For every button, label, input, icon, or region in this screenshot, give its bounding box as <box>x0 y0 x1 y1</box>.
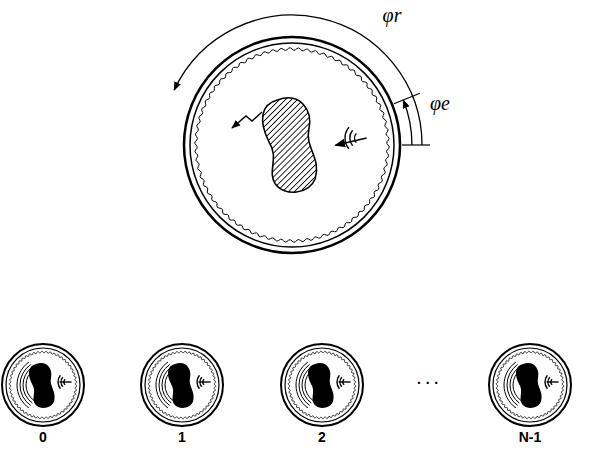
inner-ring <box>6 348 80 422</box>
object-body <box>168 363 194 408</box>
wave-arc <box>299 365 310 406</box>
detector-ring <box>9 351 77 419</box>
frame-number: 0 <box>39 430 47 445</box>
inner-ring <box>285 348 359 422</box>
frame-number: 2 <box>318 430 326 445</box>
wave-arc <box>20 365 31 406</box>
reference-tick <box>402 144 430 145</box>
object-body <box>29 363 55 408</box>
outer-ring <box>281 344 363 426</box>
lightning-arrow <box>232 112 262 128</box>
scanner-frame <box>281 344 363 426</box>
outer-ring <box>2 344 84 426</box>
frame-number: N-1 <box>519 430 542 445</box>
reference-tick <box>394 93 420 103</box>
beam-line <box>547 381 559 382</box>
beam-line <box>199 381 211 382</box>
object-body <box>308 363 334 408</box>
wave-arc <box>504 362 516 408</box>
source-symbol <box>197 375 211 388</box>
main-scanner <box>174 15 430 253</box>
wave-arc <box>345 127 349 149</box>
wave-arc <box>156 362 168 408</box>
detector-ring <box>288 351 356 419</box>
source-symbol <box>337 375 351 388</box>
outer-ring <box>489 344 571 426</box>
source-symbol <box>545 375 559 388</box>
detector-ring <box>195 48 389 242</box>
detector-ring <box>496 351 564 419</box>
scanner-frame <box>489 344 571 426</box>
angle-arc <box>174 15 422 145</box>
angle-label: φr <box>383 4 402 26</box>
wave-arc <box>296 362 308 408</box>
source-symbol <box>335 127 366 149</box>
inner-ring <box>493 348 567 422</box>
beam-line <box>335 138 366 145</box>
angle-label: φe <box>430 92 450 114</box>
wave-arc <box>507 365 518 406</box>
wave-arc <box>17 362 29 408</box>
inner-ring <box>145 348 219 422</box>
wave-arc <box>159 365 170 406</box>
object-body <box>263 98 317 192</box>
source-symbol <box>58 375 72 388</box>
outer-ring <box>184 37 400 253</box>
beam-line <box>60 381 72 382</box>
detector-ring <box>148 351 216 419</box>
outer-ring <box>141 344 223 426</box>
beam-line <box>339 381 351 382</box>
wave-arc <box>350 130 353 145</box>
angle-arc <box>403 100 412 145</box>
ellipsis: · · · <box>417 376 439 391</box>
scanner-frame <box>141 344 223 426</box>
object-body <box>516 363 542 408</box>
frame-number: 1 <box>178 430 186 445</box>
scanner-frame <box>2 344 84 426</box>
inner-ring <box>190 43 394 247</box>
